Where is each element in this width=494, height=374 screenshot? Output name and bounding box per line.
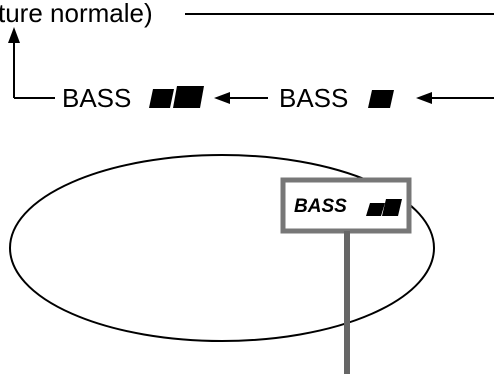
bass-label-2: BASS xyxy=(62,83,132,113)
window-level-bars-icon xyxy=(366,199,402,216)
level-bars-2-icon xyxy=(149,86,204,108)
level-bar xyxy=(382,199,402,216)
level-bar xyxy=(173,86,204,108)
level-bar xyxy=(366,203,385,216)
bass-label-1: BASS xyxy=(279,83,349,113)
level-bar xyxy=(149,89,174,108)
top-label: ture normale) xyxy=(0,0,153,28)
left-arrow-head-icon xyxy=(214,92,230,104)
up-arrow-head-icon xyxy=(8,27,20,43)
bass-window-label: BASS xyxy=(294,196,347,217)
left-arrow-head-icon xyxy=(416,92,432,104)
display-outline xyxy=(9,154,435,342)
level-bar xyxy=(368,90,394,108)
level-bars-1-icon xyxy=(368,90,394,108)
